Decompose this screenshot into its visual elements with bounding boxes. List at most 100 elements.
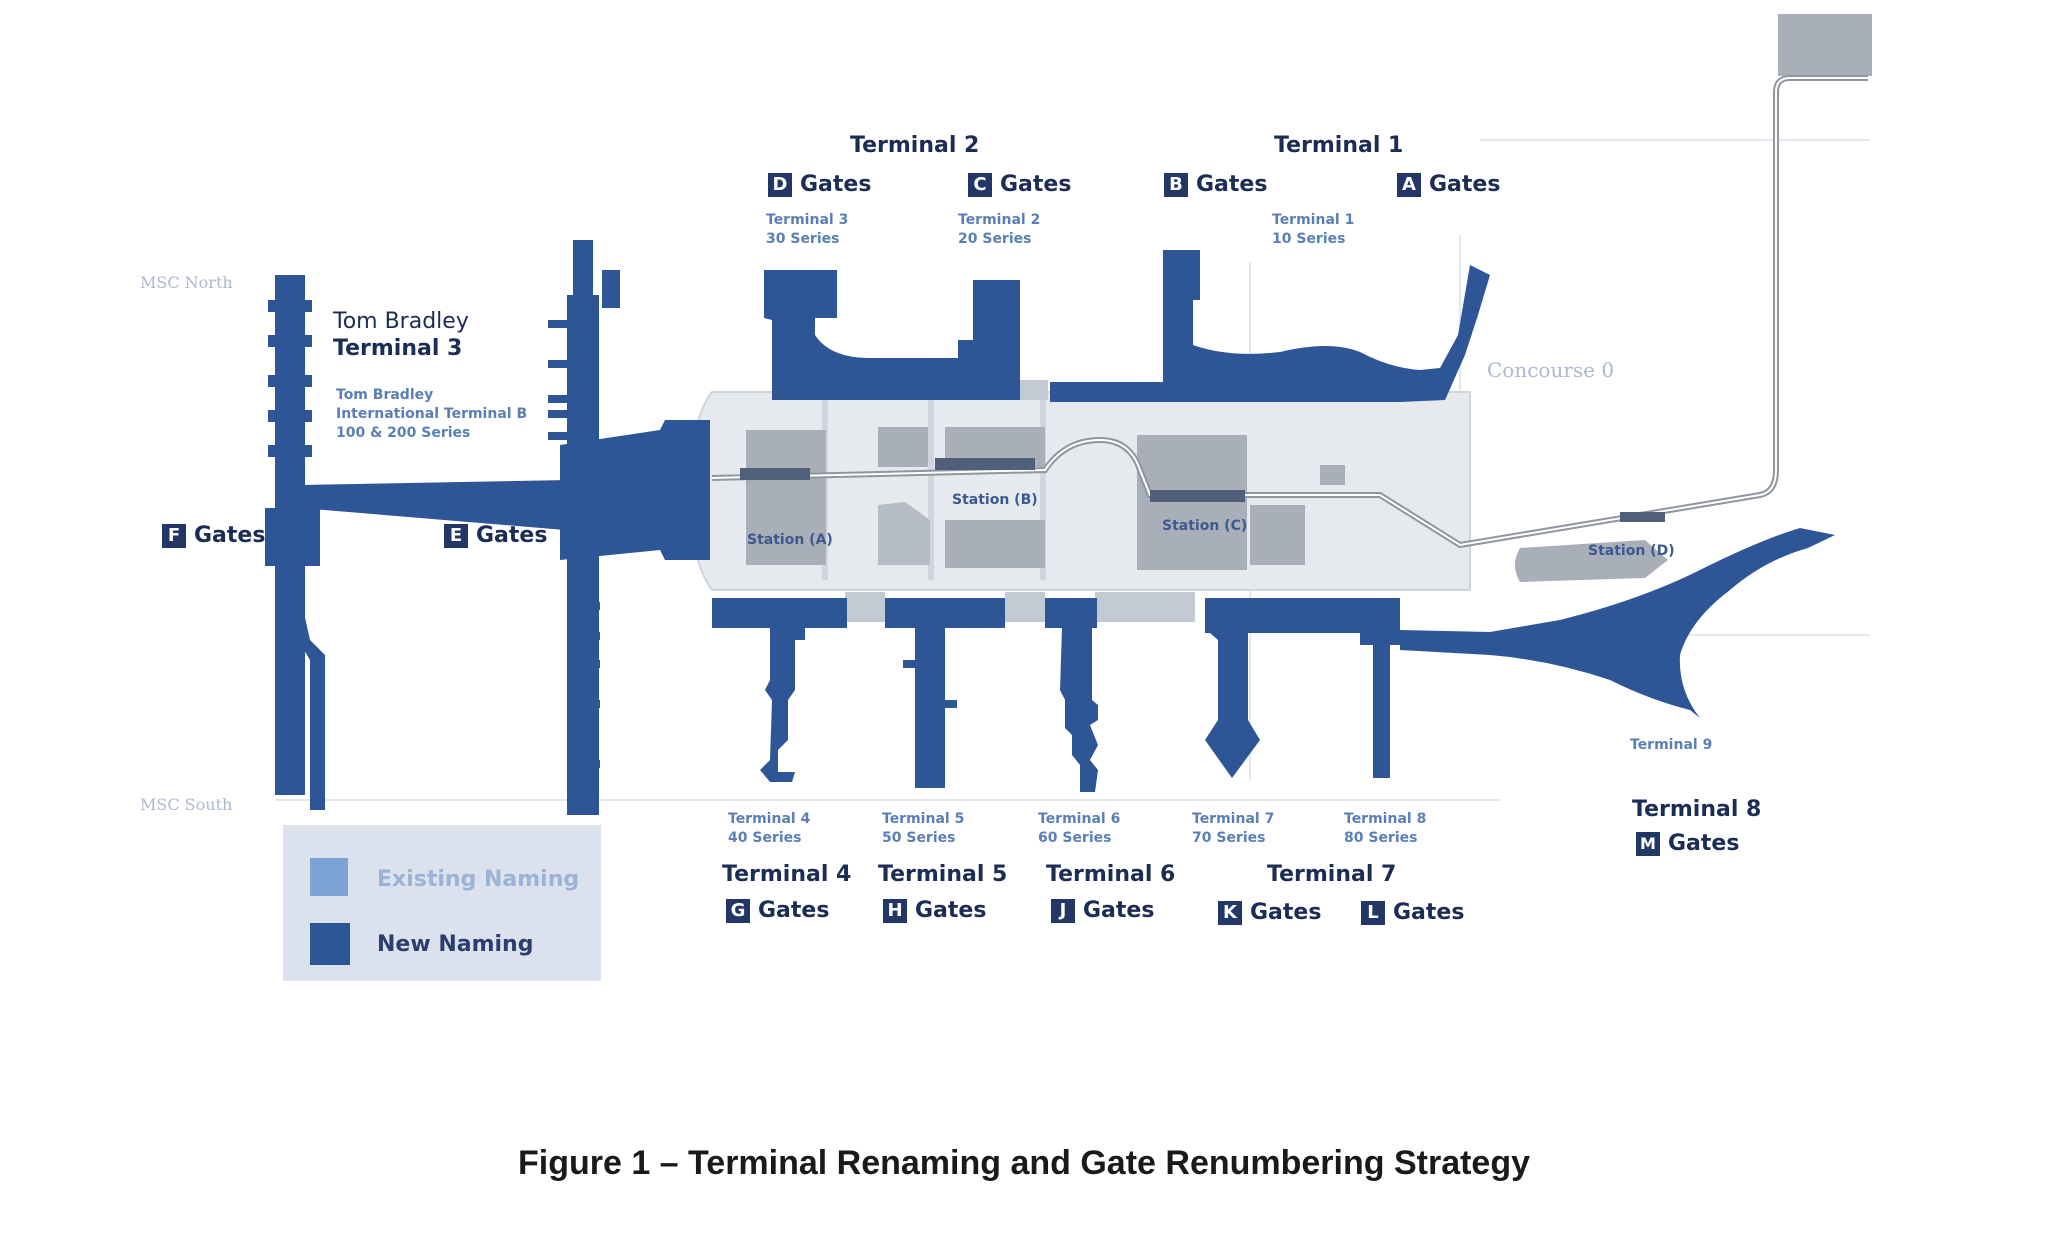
series-tb-line3: 100 & 200 Series <box>336 425 471 441</box>
gates-k-label: Gates <box>1250 900 1322 925</box>
gates-f-label: Gates <box>194 523 266 548</box>
legend-existing-label: Existing Naming <box>377 867 580 892</box>
station-platforms <box>740 458 1665 522</box>
gates-g-label: Gates <box>758 898 830 923</box>
connector-gray-3 <box>1095 592 1195 622</box>
terminal-5-label: Terminal 5 <box>878 862 1008 887</box>
series-g: Terminal 4 40 Series <box>728 810 810 848</box>
gate-letter-h: H <box>883 898 907 923</box>
gate-letter-m: M <box>1636 831 1660 856</box>
station-d-label: Station (D) <box>1588 543 1675 559</box>
series-l-line1: Terminal 8 <box>1344 811 1427 827</box>
gates-b-label: Gates <box>1196 172 1268 197</box>
gates-l-label: Gates <box>1393 900 1465 925</box>
series-d-line2: 30 Series <box>766 231 840 247</box>
gate-letter-b: B <box>1164 172 1188 197</box>
map-legend: Existing Naming New Naming <box>283 825 601 981</box>
gates-f[interactable]: F Gates <box>162 523 265 548</box>
legend-swatch-existing <box>310 858 348 896</box>
tom-bradley-terminal-3[interactable] <box>265 240 710 815</box>
gates-a[interactable]: A Gates <box>1397 172 1500 197</box>
terminal-1-label: Terminal 1 <box>1274 133 1404 158</box>
series-g-line1: Terminal 4 <box>728 811 811 827</box>
series-b-line2: 10 Series <box>1272 231 1346 247</box>
series-d-line1: Terminal 3 <box>766 212 849 228</box>
gate-letter-l: L <box>1361 900 1385 925</box>
gates-j[interactable]: J Gates <box>1051 898 1154 923</box>
series-l-line2: 80 Series <box>1344 830 1418 846</box>
parking-structures <box>746 14 1872 582</box>
gates-e[interactable]: E Gates <box>444 523 547 548</box>
gates-h[interactable]: H Gates <box>883 898 986 923</box>
gate-letter-c: C <box>968 172 992 197</box>
gate-letter-g: G <box>726 898 750 923</box>
station-b-label: Station (B) <box>952 492 1038 508</box>
gate-letter-a: A <box>1397 172 1421 197</box>
gates-k[interactable]: K Gates <box>1218 900 1321 925</box>
series-j: Terminal 6 60 Series <box>1038 810 1120 848</box>
gates-m-label: Gates <box>1668 831 1740 856</box>
gate-letter-d: D <box>768 172 792 197</box>
series-c-line2: 20 Series <box>958 231 1032 247</box>
msc-south-label: MSC South <box>140 795 233 814</box>
terminal-6-label: Terminal 6 <box>1046 862 1176 887</box>
legend-new-label: New Naming <box>377 932 534 957</box>
gate-letter-f: F <box>162 523 186 548</box>
north-concourses[interactable] <box>764 250 1490 402</box>
series-c: Terminal 2 20 Series <box>958 211 1040 249</box>
series-h: Terminal 5 50 Series <box>882 810 964 848</box>
series-h-line2: 50 Series <box>882 830 956 846</box>
series-b: Terminal 1 10 Series <box>1272 211 1354 249</box>
series-j-line1: Terminal 6 <box>1038 811 1121 827</box>
gates-e-label: Gates <box>476 523 548 548</box>
station-a-label: Station (A) <box>747 532 833 548</box>
series-b-line1: Terminal 1 <box>1272 212 1355 228</box>
msc-north-label: MSC North <box>140 273 233 292</box>
series-m: Terminal 9 <box>1630 737 1713 753</box>
series-tb-line2: International Terminal B <box>336 406 528 422</box>
series-k-line1: Terminal 7 <box>1192 811 1275 827</box>
station-c-label: Station (C) <box>1162 518 1248 534</box>
gates-g[interactable]: G Gates <box>726 898 829 923</box>
gate-letter-k: K <box>1218 900 1242 925</box>
connector-gray-1 <box>845 592 885 622</box>
gate-letter-e: E <box>444 523 468 548</box>
terminal-2-label: Terminal 2 <box>850 133 980 158</box>
series-l: Terminal 8 80 Series <box>1344 810 1426 848</box>
gate-letter-j: J <box>1051 898 1075 923</box>
tom-bradley-line1: Tom Bradley <box>333 309 469 334</box>
gates-c[interactable]: C Gates <box>968 172 1071 197</box>
series-tb: Tom Bradley International Terminal B 100… <box>336 386 527 443</box>
gates-d[interactable]: D Gates <box>768 172 871 197</box>
concourse-0-label: Concourse 0 <box>1487 358 1615 382</box>
terminal-8-label: Terminal 8 <box>1632 797 1762 822</box>
gates-h-label: Gates <box>915 898 987 923</box>
tom-bradley-label: Tom Bradley Terminal 3 <box>333 308 469 362</box>
terminal-7-label: Terminal 7 <box>1267 862 1397 887</box>
series-c-line1: Terminal 2 <box>958 212 1041 228</box>
figure-caption: Figure 1 – Terminal Renaming and Gate Re… <box>517 1144 1531 1182</box>
series-h-line1: Terminal 5 <box>882 811 965 827</box>
series-k-line2: 70 Series <box>1192 830 1266 846</box>
gates-a-label: Gates <box>1429 172 1501 197</box>
gates-m[interactable]: M Gates <box>1636 831 1739 856</box>
series-j-line2: 60 Series <box>1038 830 1112 846</box>
gates-j-label: Gates <box>1083 898 1155 923</box>
gates-d-label: Gates <box>800 172 872 197</box>
series-d: Terminal 3 30 Series <box>766 211 848 249</box>
connector-gray-2 <box>1005 592 1045 622</box>
series-tb-line1: Tom Bradley <box>336 387 434 403</box>
tom-bradley-line2: Terminal 3 <box>333 336 463 361</box>
gates-b[interactable]: B Gates <box>1164 172 1267 197</box>
gates-c-label: Gates <box>1000 172 1072 197</box>
gates-l[interactable]: L Gates <box>1361 900 1464 925</box>
central-road-divider-3 <box>1040 400 1046 580</box>
central-road-divider-2 <box>928 400 934 580</box>
terminal-4-label: Terminal 4 <box>722 862 852 887</box>
series-g-line2: 40 Series <box>728 830 802 846</box>
legend-swatch-new <box>310 923 350 965</box>
south-concourses[interactable] <box>712 528 1835 792</box>
series-k: Terminal 7 70 Series <box>1192 810 1274 848</box>
connector-gray-4 <box>1018 380 1048 400</box>
